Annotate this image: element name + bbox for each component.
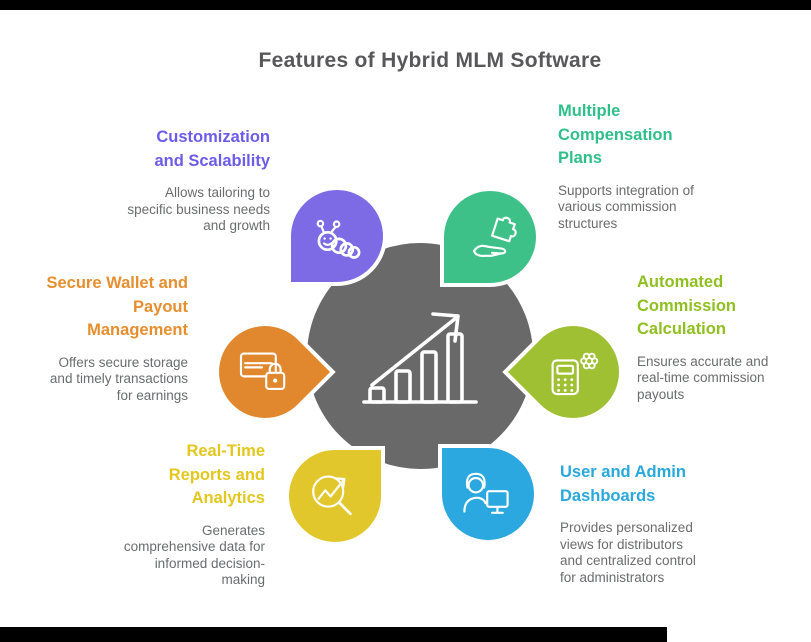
feature-block-customization: Customization and Scalability Allows tai… — [60, 126, 270, 235]
feature-heading: User and Admin Dashboards — [560, 463, 686, 505]
feature-block-secure-wallet: Secure Wallet and Payout Management Offe… — [10, 272, 188, 404]
feature-block-reports-analytics: Real-Time Reports and Analytics Generate… — [75, 440, 265, 589]
feature-heading: Automated Commission Calculation — [637, 273, 737, 338]
feature-heading: Customization and Scalability — [154, 128, 270, 170]
pin-compensation-plans — [440, 187, 540, 287]
page-title: Features of Hybrid MLM Software — [258, 49, 602, 72]
feature-description: Offers secure storage and timely transac… — [49, 354, 188, 403]
pin-reports-analytics — [285, 446, 385, 546]
person-monitor-icon — [456, 466, 516, 526]
credit-card-lock-icon — [235, 339, 295, 399]
feature-block-compensation-plans: Multiple Compensation Plans Supports int… — [558, 100, 738, 232]
feature-description: Ensures accurate and real-time commissio… — [637, 353, 769, 402]
feature-block-commission-calculation: Automated Commission Calculation Ensures… — [637, 271, 805, 403]
top-black-bar — [0, 0, 811, 10]
feature-description: Provides personalized views for distribu… — [560, 520, 696, 585]
feature-block-dashboards: User and Admin Dashboards Provides perso… — [560, 461, 748, 586]
magnifier-chart-icon — [303, 464, 363, 524]
hand-puzzle-icon — [462, 209, 522, 269]
feature-heading: Multiple Compensation Plans — [558, 102, 673, 167]
feature-description: Supports integration of various commissi… — [558, 182, 694, 231]
feature-heading: Secure Wallet and Payout Management — [46, 274, 188, 339]
pin-commission-calculation — [502, 301, 644, 443]
watermark-cover-box — [667, 605, 811, 642]
feature-heading: Real-Time Reports and Analytics — [168, 442, 265, 507]
pin-customization — [287, 186, 387, 286]
caterpillar-icon — [309, 208, 369, 268]
pin-secure-wallet — [194, 301, 336, 443]
feature-description: Generates comprehensive data for informe… — [123, 522, 265, 588]
calculator-gear-icon — [543, 345, 603, 405]
feature-description: Allows tailoring to specific business ne… — [127, 185, 270, 234]
bottom-black-bar — [0, 627, 811, 642]
pin-dashboards — [438, 444, 538, 544]
